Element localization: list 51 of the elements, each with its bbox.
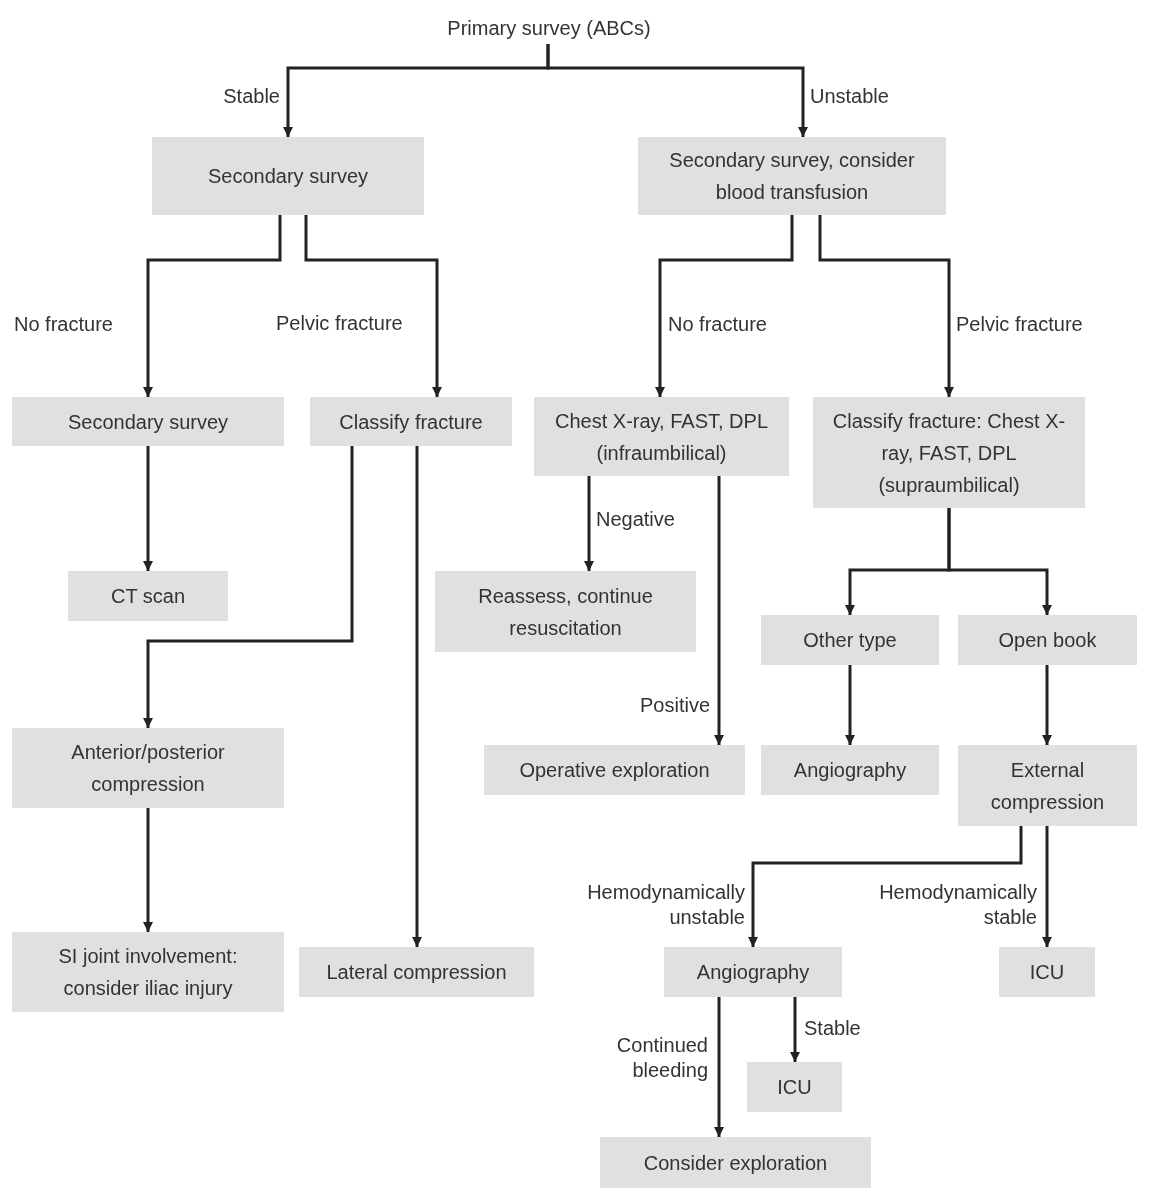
process-box: Angiography xyxy=(664,947,842,997)
edge-label: Continued bleeding xyxy=(615,1033,708,1083)
edge-label: Stable xyxy=(804,1016,862,1041)
arrow xyxy=(304,215,442,397)
edge-label: Pelvic fracture xyxy=(956,312,1084,337)
edge-label: Hemodynamically unstable xyxy=(586,880,745,930)
edge-label: Hemodynamically stable xyxy=(878,880,1037,930)
process-box: ICU xyxy=(999,947,1095,997)
process-box: ICU xyxy=(747,1062,842,1112)
arrow xyxy=(714,476,724,745)
arrow xyxy=(947,508,1052,615)
edge-label: Pelvic fracture xyxy=(276,311,404,336)
arrow xyxy=(412,446,422,947)
process-box: Open book xyxy=(958,615,1137,665)
arrow xyxy=(143,215,282,397)
arrow xyxy=(584,476,594,571)
process-box: CT scan xyxy=(68,571,228,621)
arrow xyxy=(546,44,808,137)
process-box: Secondary survey xyxy=(152,137,424,215)
title-text: Primary survey (ABCs) xyxy=(420,12,678,44)
arrow xyxy=(1042,826,1052,947)
process-box: Secondary survey xyxy=(12,397,284,446)
arrow xyxy=(1042,665,1052,745)
edge-label: No fracture xyxy=(668,312,768,337)
arrow xyxy=(655,215,794,397)
process-box: SI joint involvement: consider iliac injury xyxy=(12,932,284,1012)
process-box: Reassess, continue resuscitation xyxy=(435,571,696,652)
arrow xyxy=(748,826,1023,947)
edge-label: Unstable xyxy=(810,84,890,109)
process-box: Operative exploration xyxy=(484,745,745,795)
process-box: External compression xyxy=(958,745,1137,826)
process-box: Other type xyxy=(761,615,939,665)
process-box: Chest X-ray, FAST, DPL (infraumbilical) xyxy=(534,397,789,476)
arrow xyxy=(714,997,724,1137)
process-box: Secondary survey, consider blood transfusion xyxy=(638,137,946,215)
process-box: Angiography xyxy=(761,745,939,795)
arrow xyxy=(818,215,954,397)
edge-label: Positive xyxy=(638,693,710,718)
arrow xyxy=(143,446,354,728)
arrow xyxy=(790,997,800,1062)
process-box: Lateral compression xyxy=(299,947,534,997)
edge-label: Stable xyxy=(222,84,280,109)
process-box: Consider exploration xyxy=(600,1137,871,1188)
process-box: Anterior/posterior compression xyxy=(12,728,284,808)
arrow xyxy=(143,808,153,932)
arrow xyxy=(845,665,855,745)
edge-label: No fracture xyxy=(14,312,114,337)
process-box: Classify fracture: Chest X-ray, FAST, DPL (supraumbilical) xyxy=(813,397,1085,508)
process-box: Classify fracture xyxy=(310,397,512,446)
arrow xyxy=(143,446,153,571)
edge-label: Negative xyxy=(596,507,676,532)
